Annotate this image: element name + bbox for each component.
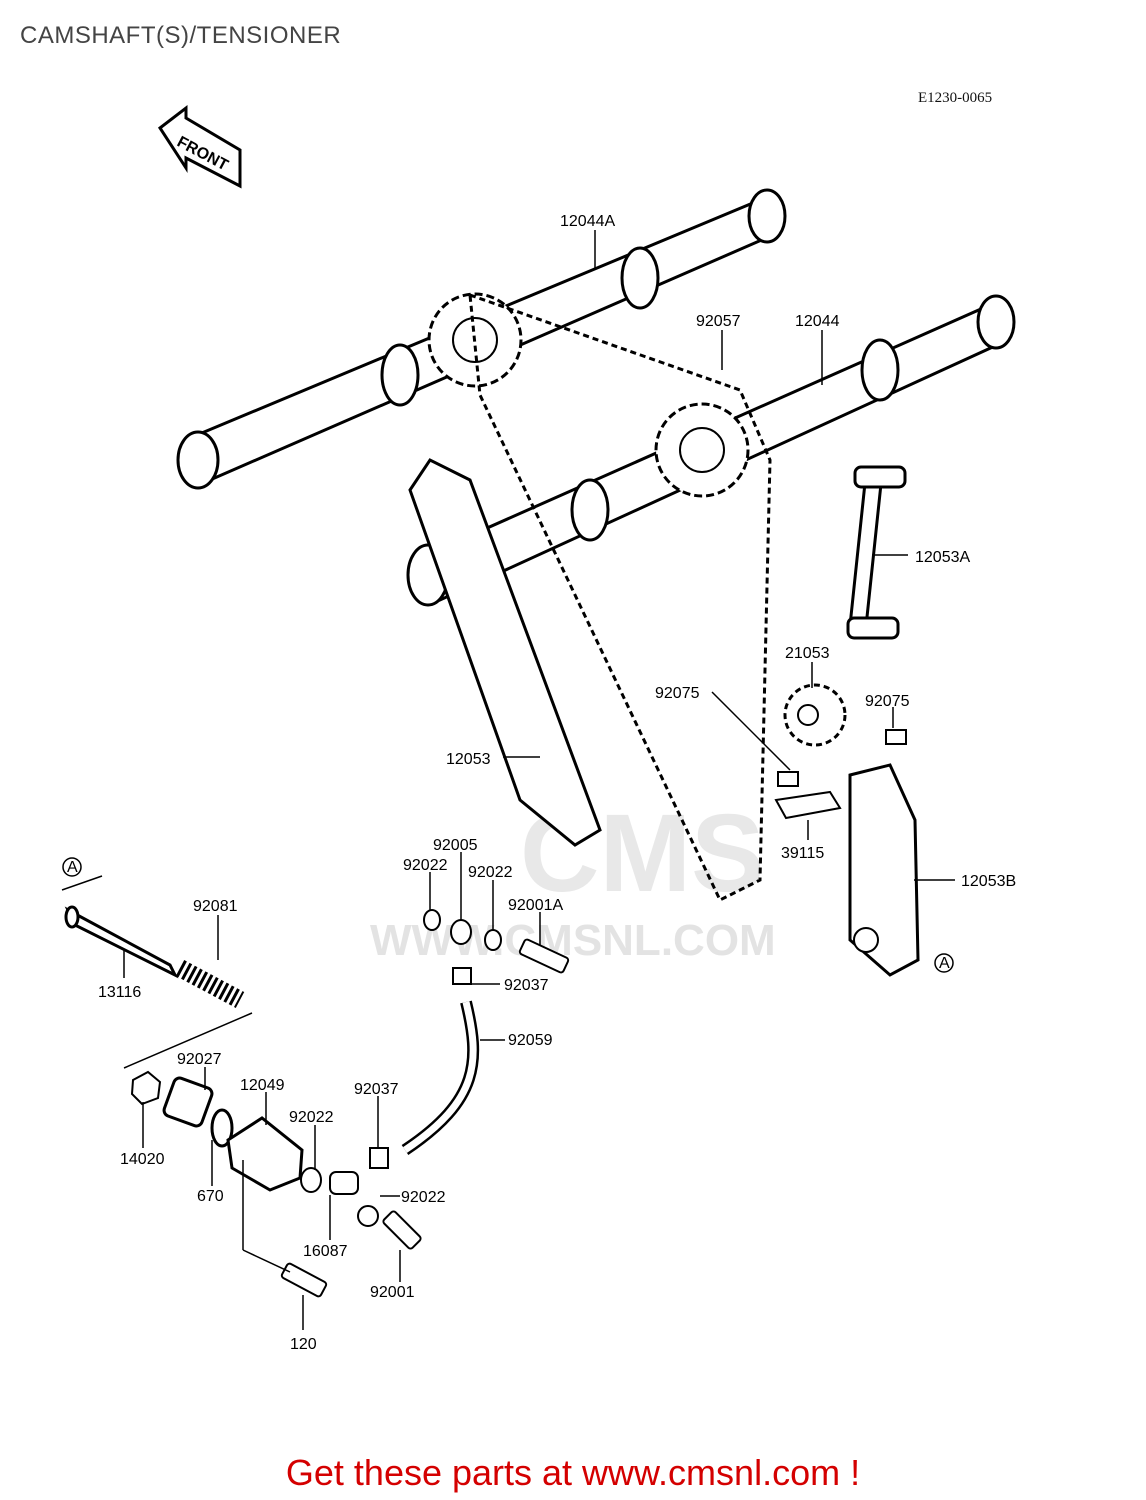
bolt-92001	[382, 1210, 422, 1250]
label-92022-d: 92022	[401, 1189, 446, 1206]
page-title: CAMSHAFT(S)/TENSIONER	[20, 22, 342, 49]
label-92022-c: 92022	[289, 1109, 334, 1126]
exploded-parts-diagram: FRONT	[61, 104, 1016, 1353]
label-92081: 92081	[193, 898, 238, 915]
ref-marker-top: A	[62, 857, 82, 877]
clamp-92037-lower	[369, 1147, 389, 1169]
label-12053B: 12053B	[961, 873, 1016, 890]
label-12044A: 12044A	[560, 213, 615, 230]
bolt-120	[280, 1262, 328, 1298]
label-39115: 39115	[781, 845, 824, 862]
label-92027: 92027	[177, 1051, 222, 1068]
label-92057: 92057	[696, 313, 741, 330]
tensioner-arm	[848, 763, 920, 977]
bracket-39115	[774, 790, 842, 820]
label-12053: 12053	[446, 751, 491, 768]
svg-text:A: A	[939, 955, 950, 972]
sprocket-front-icon	[654, 402, 750, 498]
tensioner-shaft-13116	[64, 905, 179, 979]
label-21053: 21053	[785, 645, 830, 662]
washer-92022-lower	[357, 1205, 379, 1227]
block-92075-right	[885, 729, 907, 745]
ref-bracket	[123, 1012, 253, 1069]
ref-line-a-top	[61, 875, 103, 891]
label-12049: 12049	[240, 1077, 285, 1094]
label-92037-upper: 92037	[504, 977, 549, 994]
label-12044: 12044	[795, 313, 840, 330]
collar-92027	[162, 1076, 214, 1128]
label-92022-b: 92022	[468, 864, 513, 881]
label-670: 670	[197, 1188, 224, 1205]
label-16087: 16087	[303, 1243, 348, 1260]
fitting-16087	[329, 1171, 359, 1195]
label-92037-lower: 92037	[354, 1081, 399, 1098]
label-92022-a: 92022	[403, 857, 448, 874]
tensioner-sprocket-icon	[783, 683, 847, 747]
clamp-92037-upper	[452, 967, 472, 985]
leader-lines	[123, 230, 955, 1330]
label-92001: 92001	[370, 1284, 415, 1301]
label-92059: 92059	[508, 1032, 553, 1049]
nut-14020-icon	[130, 1070, 162, 1106]
banjo-92005	[450, 919, 472, 945]
label-13116: 13116	[98, 984, 141, 1001]
washer-92022-left	[300, 1167, 322, 1193]
spring-92081-icon	[175, 960, 245, 1008]
chain-guide	[408, 458, 602, 847]
tensioner-body-12049	[226, 1116, 304, 1192]
washer-92022-b	[484, 929, 502, 951]
label-14020: 14020	[120, 1151, 165, 1168]
bolt-92001A	[518, 938, 570, 974]
o-ring-670	[210, 1108, 234, 1148]
label-92005: 92005	[433, 837, 478, 854]
washer-92022-a	[423, 909, 441, 931]
label-120: 120	[290, 1336, 317, 1353]
cam-chain	[468, 292, 772, 903]
label-92075-left: 92075	[655, 685, 700, 702]
label-92075-right: 92075	[865, 693, 910, 710]
footer-link[interactable]: Get these parts at www.cmsnl.com !	[285, 1452, 861, 1493]
block-92075-left	[777, 771, 799, 787]
svg-text:A: A	[67, 859, 78, 876]
label-92001A: 92001A	[508, 897, 563, 914]
label-12053A: 12053A	[915, 549, 970, 566]
ref-marker-bottom: A	[934, 953, 954, 973]
front-arrow-icon: FRONT	[157, 104, 242, 189]
diagram-code: E1230-0065	[918, 90, 993, 106]
chain-guide-upper	[846, 465, 907, 640]
